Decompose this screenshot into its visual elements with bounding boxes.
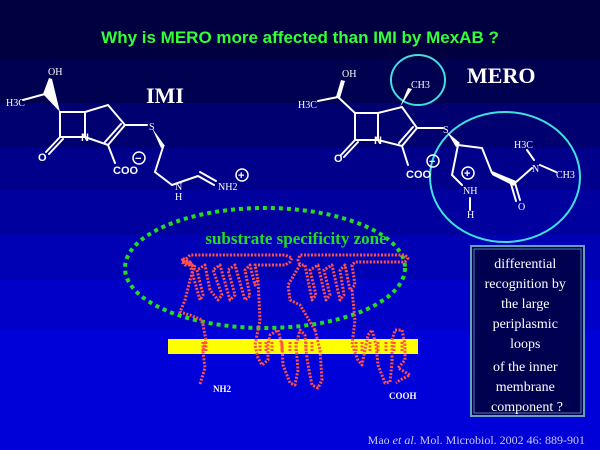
mero-minus: −: [429, 156, 435, 168]
zone-label: substrate specificity zone: [205, 229, 387, 248]
callout-box: differential recognition by the large pe…: [470, 245, 585, 417]
imi-nh2: NH2: [218, 182, 237, 193]
imi-h: H: [175, 192, 182, 203]
methyl-highlight-circle: [390, 54, 446, 106]
callout-line: loops: [510, 337, 540, 352]
imi-n: N: [81, 132, 89, 144]
svg-text:differential recognition: differential recognition by the large pe…: [485, 257, 570, 415]
mero-n2: N: [532, 164, 539, 175]
mero-nh: NH: [463, 186, 477, 197]
imi-coo: COO: [113, 165, 139, 177]
meropenem-structure: MERO OH H3C CH3 N O COO − S + NH H O N H…: [298, 54, 581, 243]
callout-line: differential: [494, 257, 556, 272]
mero-h3c: H3C: [298, 100, 317, 111]
substrate-specificity-zone: [123, 206, 407, 330]
callout-line: recognition by: [485, 277, 566, 292]
mero-plus: +: [464, 168, 470, 180]
imi-minus: −: [135, 153, 141, 165]
callout-line: periplasmic: [493, 317, 558, 332]
imi-o: O: [38, 152, 47, 164]
mero-label: MERO: [467, 63, 535, 88]
callout-line: membrane: [496, 380, 555, 395]
imipenem-structure: IMI OH H3C N O COO − S N H NH2 +: [6, 67, 249, 203]
callout-line: the large: [501, 297, 549, 312]
n-terminus-label: NH2: [213, 384, 232, 394]
mero-ch3: CH3: [411, 80, 430, 91]
mero-ch3b: CH3: [556, 170, 575, 181]
imi-plus: +: [238, 170, 244, 182]
citation: Mao et al. Mol. Microbiol. 2002 46: 889-…: [368, 433, 585, 447]
mero-o2: O: [518, 202, 525, 213]
imi-label: IMI: [146, 83, 184, 108]
mero-o: O: [334, 153, 343, 165]
callout-line: component ?: [491, 400, 563, 415]
side-chain-highlight-circle: [429, 111, 581, 243]
imi-h3c: H3C: [6, 98, 25, 109]
mero-s: S: [443, 125, 449, 136]
mero-h3c2: H3C: [514, 140, 533, 151]
imi-oh: OH: [48, 67, 62, 78]
mexb-protein-topology: [178, 253, 412, 390]
membrane-helices: [201, 342, 404, 352]
callout-line: of the inner: [493, 360, 558, 375]
c-terminus-label: COOH: [389, 391, 417, 401]
imi-nh: N: [175, 182, 182, 193]
imi-s: S: [149, 122, 155, 133]
mero-coo: COO: [406, 169, 432, 181]
slide-title: Why is MERO more affected than IMI by Me…: [101, 28, 499, 47]
mero-n: N: [374, 135, 382, 147]
mero-h: H: [467, 210, 474, 221]
mero-oh: OH: [342, 69, 356, 80]
